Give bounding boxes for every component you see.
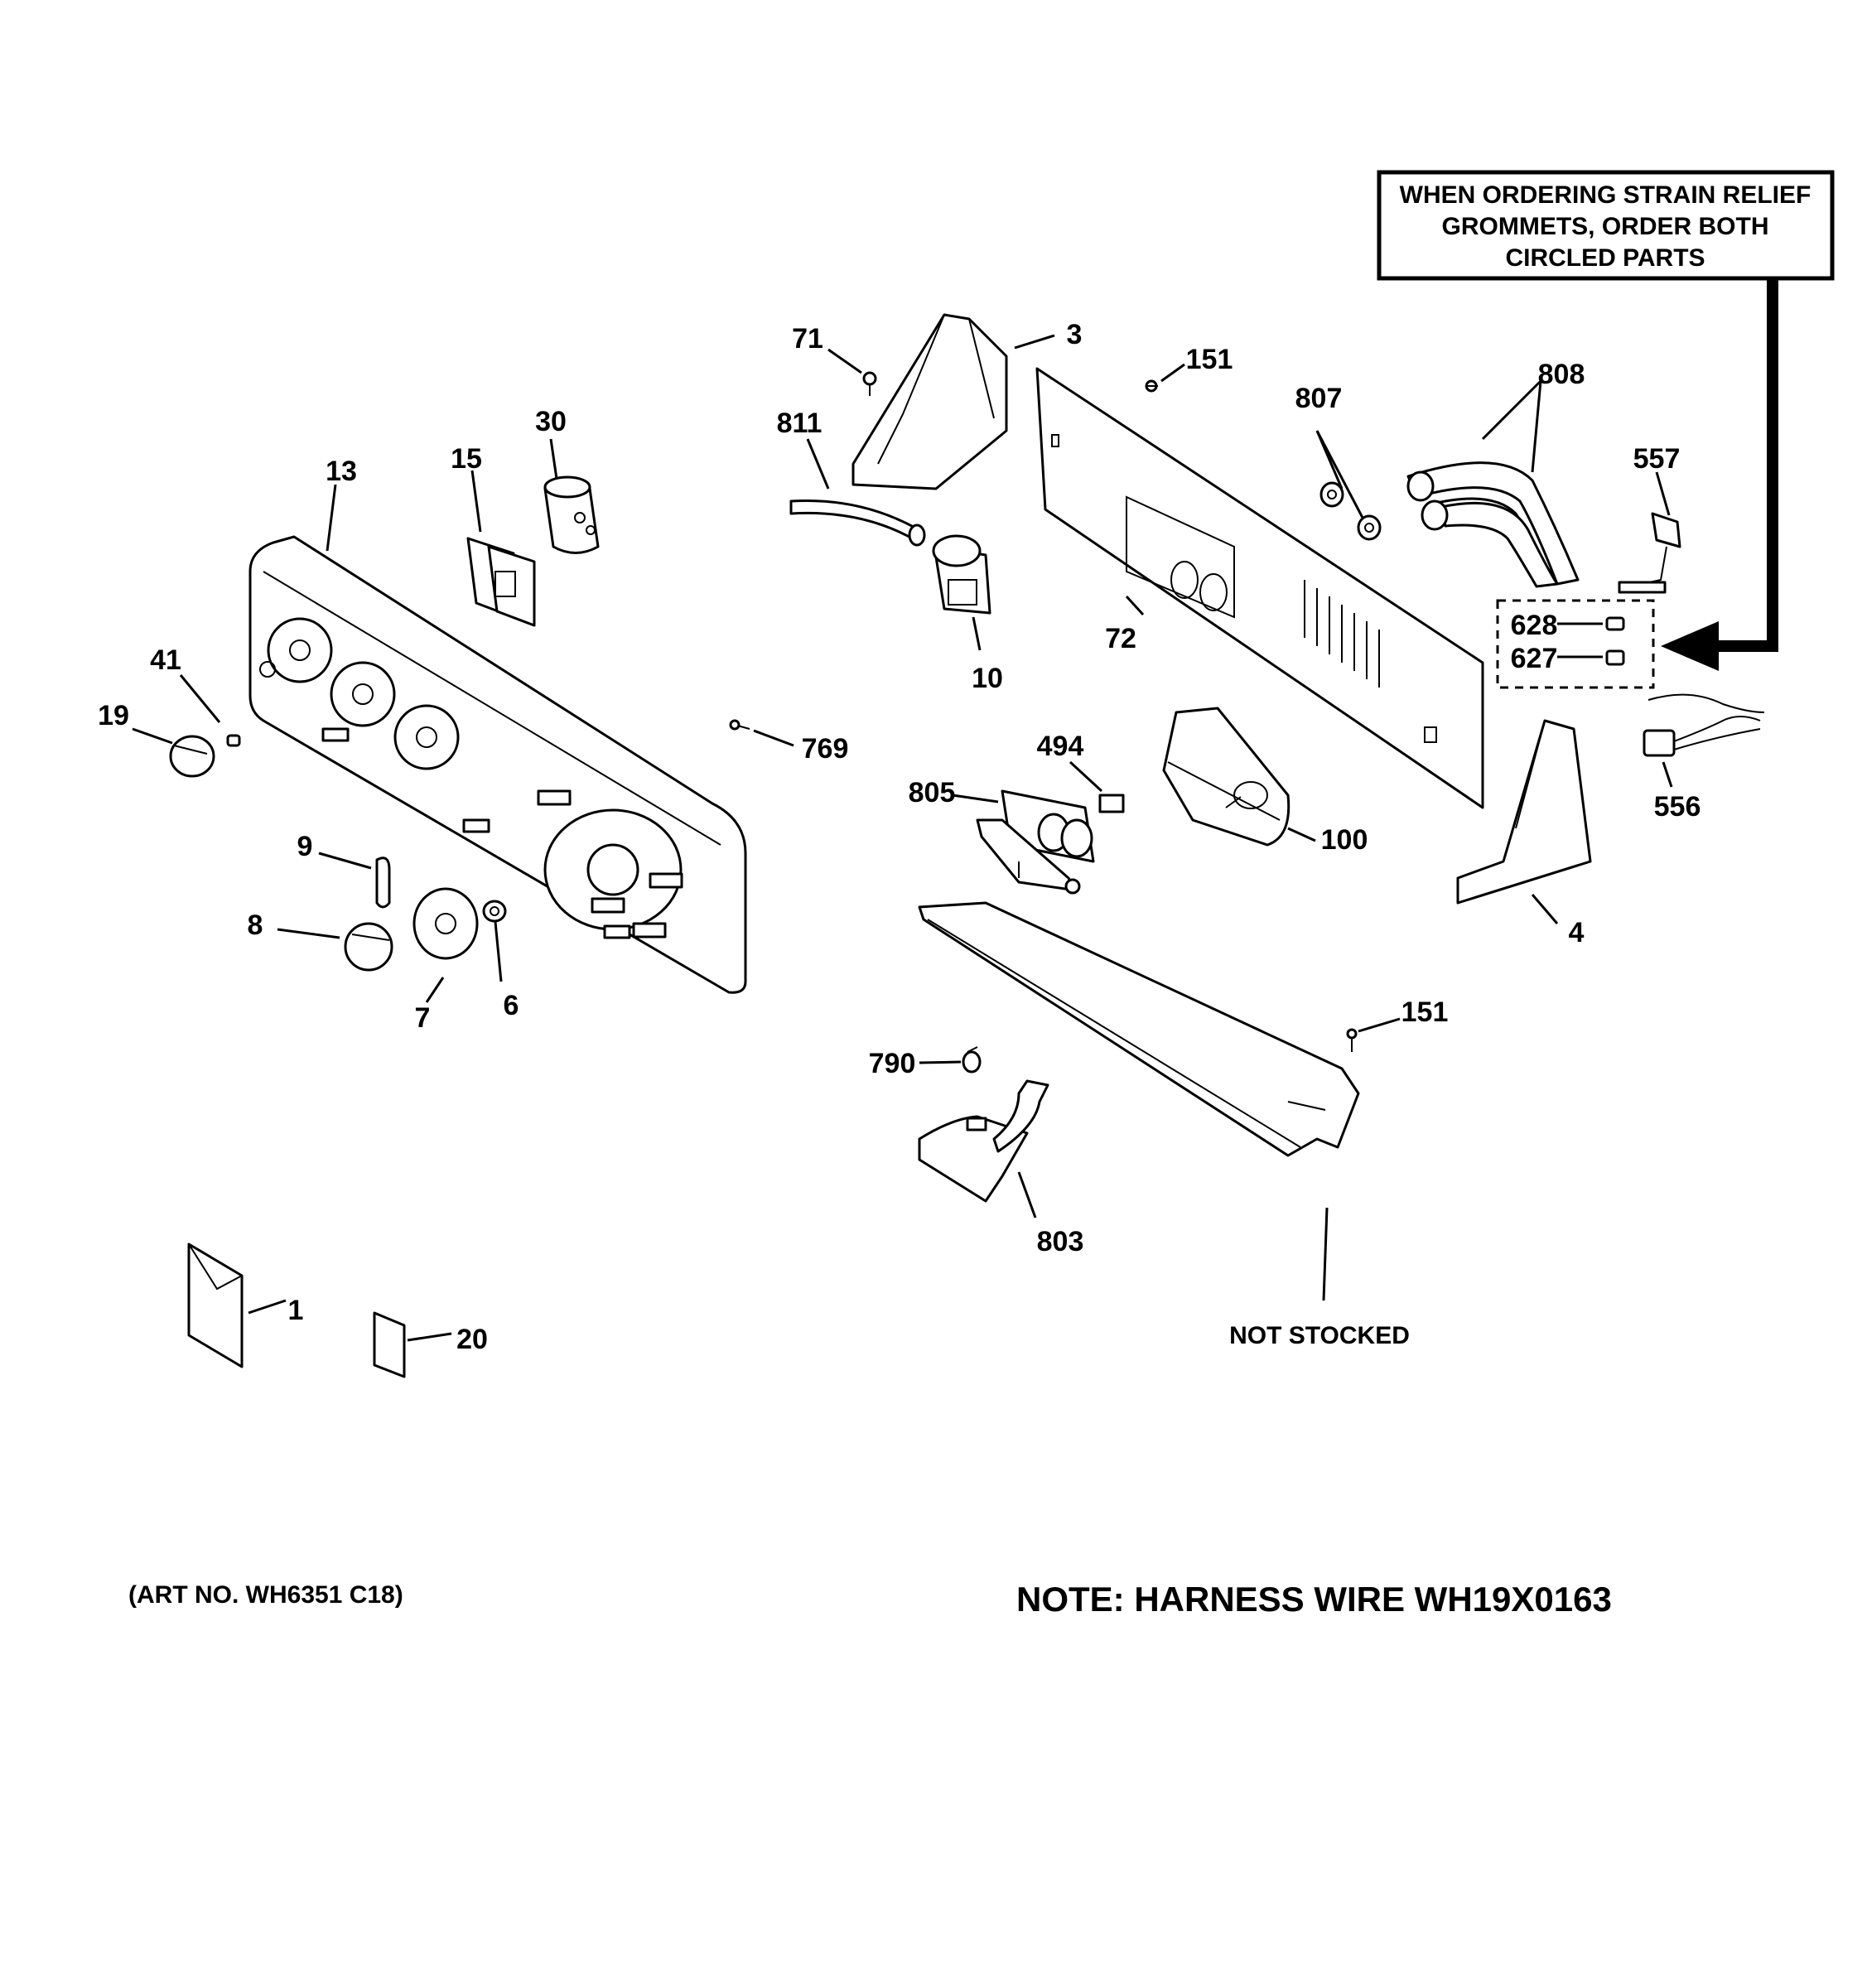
label-557: 557 — [1633, 443, 1681, 475]
label-3: 3 — [1067, 319, 1083, 350]
note-line-3: CIRCLED PARTS — [1505, 244, 1705, 272]
panel-button — [537, 789, 572, 806]
label-30: 30 — [535, 406, 567, 437]
part-labels: 13 15 30 41 19 9 8 7 6 769 71 3 811 10 1… — [98, 319, 1701, 1355]
knob-part — [169, 734, 241, 778]
label-13: 13 — [326, 456, 357, 487]
grommet-627 — [1605, 649, 1625, 666]
capacitor-part — [543, 475, 600, 554]
literature-20 — [373, 1311, 406, 1378]
hose-811 — [789, 499, 926, 547]
wire-harness-556 — [1643, 693, 1765, 757]
harness-wire-note: NOTE: HARNESS WIRE WH19X0163 — [1016, 1580, 1612, 1619]
power-cord-557 — [1618, 512, 1681, 594]
label-7: 7 — [415, 1002, 431, 1034]
label-41: 41 — [150, 644, 181, 676]
label-803: 803 — [1037, 1226, 1084, 1257]
label-71: 71 — [792, 323, 823, 355]
washer-807 — [1319, 481, 1382, 541]
grommet-group — [1496, 599, 1655, 689]
control-panel-part — [248, 535, 747, 994]
label-808: 808 — [1538, 359, 1585, 390]
note-line-2: GROMMETS, ORDER BOTH — [1442, 213, 1769, 240]
dial-skirt-part — [412, 887, 479, 960]
nut-part — [482, 900, 507, 923]
ordering-note: WHEN ORDERING STRAIN RELIEF GROMMETS, OR… — [1377, 170, 1835, 281]
end-cap-left-part — [851, 313, 1008, 490]
label-10: 10 — [972, 663, 1003, 694]
label-494: 494 — [1037, 731, 1084, 762]
label-8: 8 — [248, 910, 263, 941]
label-628: 628 — [1511, 610, 1558, 641]
grommet-628 — [1605, 616, 1625, 631]
inlet-hose-808 — [1406, 461, 1580, 588]
end-cap-right-part — [1456, 719, 1592, 905]
screw-part — [729, 719, 750, 731]
label-15: 15 — [451, 443, 482, 475]
screw-151a — [1145, 379, 1158, 393]
art-number: (ART NO. WH6351 C18) — [128, 1581, 403, 1609]
label-769: 769 — [802, 733, 849, 765]
water-valve-805 — [976, 789, 1095, 895]
backsplash-panel-part — [1035, 367, 1484, 809]
screw-151b — [1346, 1028, 1358, 1052]
rotary-switch-part — [466, 537, 536, 627]
note-line-1: WHEN ORDERING STRAIN RELIEF — [1400, 181, 1812, 209]
not-stocked-label: NOT STOCKED — [1229, 1322, 1410, 1349]
label-151-bottom: 151 — [1401, 996, 1449, 1028]
screw-71 — [862, 371, 877, 396]
label-1: 1 — [288, 1295, 304, 1326]
spring-clip-part — [375, 856, 391, 909]
label-9: 9 — [297, 831, 313, 862]
pressure-switch-part — [932, 534, 991, 615]
label-100: 100 — [1321, 824, 1368, 856]
dispenser-803 — [918, 1079, 1049, 1203]
label-627: 627 — [1511, 643, 1558, 674]
rear-panel-part — [918, 901, 1360, 1157]
hose-clamp-790 — [962, 1046, 982, 1074]
label-6: 6 — [504, 990, 519, 1021]
literature-1 — [187, 1242, 244, 1368]
timer-knob-part — [344, 922, 393, 972]
connector-494 — [1098, 794, 1125, 813]
label-20: 20 — [456, 1324, 488, 1355]
label-4: 4 — [1569, 917, 1585, 948]
label-805: 805 — [909, 777, 956, 808]
label-19: 19 — [98, 700, 129, 731]
note-arrow — [1661, 279, 1778, 671]
label-556: 556 — [1654, 791, 1701, 823]
label-811: 811 — [777, 408, 823, 439]
leader-lines — [132, 334, 1673, 1342]
label-790: 790 — [869, 1048, 916, 1079]
timer-100 — [1162, 707, 1290, 847]
label-807: 807 — [1295, 383, 1343, 414]
label-72: 72 — [1105, 623, 1136, 654]
label-151-top: 151 — [1186, 344, 1233, 375]
